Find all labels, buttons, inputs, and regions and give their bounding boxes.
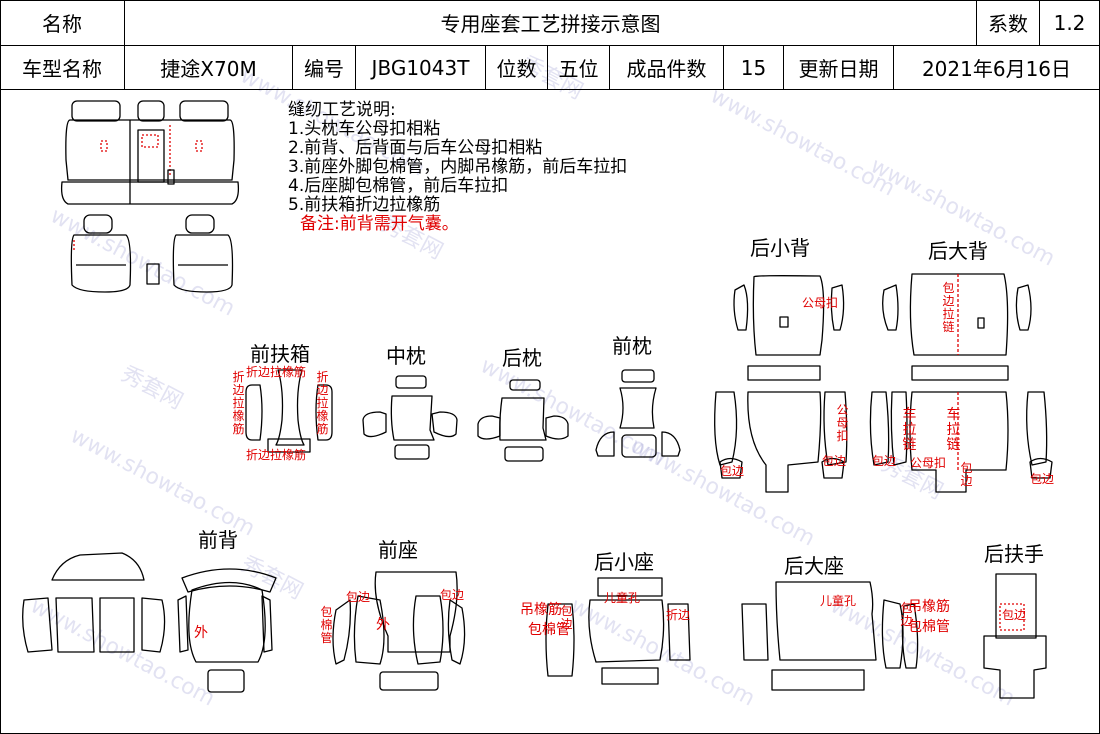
code-label: 编号 bbox=[293, 46, 356, 90]
note-item-4: 4.后座脚包棉管，前后车拉扣 bbox=[288, 176, 509, 196]
label-hang-elastic-rb: 吊橡筋 bbox=[908, 599, 950, 615]
rear-big-seat-pieces bbox=[741, 581, 919, 691]
label-outer-front-back: 外 bbox=[194, 625, 208, 641]
label-wrap-edge-fs-left: 包边 bbox=[346, 590, 371, 604]
date-label: 更新日期 bbox=[784, 46, 894, 90]
label-wrap-edge-bb: 包边 bbox=[872, 454, 897, 468]
label-child-hole-rb: 儿童孔 bbox=[820, 594, 857, 608]
note-item-3: 3.前座外脚包棉管，内脚吊橡筋，前后车拉扣 bbox=[288, 157, 628, 177]
label-hang-elastic-rs: 吊橡筋 bbox=[520, 602, 562, 618]
label-fold-elastic-left: 折边拉橡筋 bbox=[232, 370, 245, 436]
seats-value: 五位 bbox=[548, 46, 610, 90]
label-fold-elastic-top: 折边拉橡筋 bbox=[246, 365, 307, 379]
rear-armrest-pieces bbox=[983, 573, 1047, 699]
coef-value: 1.2 bbox=[1040, 0, 1100, 46]
label-fold-edge-rs: 折边 bbox=[666, 608, 691, 622]
title-rear-armrest: 后扶手 bbox=[984, 542, 1044, 566]
label-zipper-big-back: 包边拉链 bbox=[942, 281, 955, 334]
label-snap-small-back-lower: 公母扣 bbox=[836, 403, 849, 443]
label-wrap-edge-sb-right: 包边 bbox=[822, 454, 847, 468]
title-rear-big-seat: 后大座 bbox=[784, 554, 844, 578]
note-item-1: 1.头枕车公母扣相粘 bbox=[288, 119, 441, 139]
label-fold-elastic-bottom: 折边拉橡筋 bbox=[246, 448, 307, 462]
title-rear-small-back: 后小背 bbox=[750, 236, 810, 260]
front-seats-overview bbox=[70, 214, 234, 293]
label-wrap-edge-fs-right: 包边 bbox=[440, 588, 465, 602]
sewing-notes: 缝纫工艺说明: 1.头枕车公母扣相粘 2.前背、后背面与后车公母扣相粘 3.前座… bbox=[288, 101, 627, 234]
title-front-seat: 前座 bbox=[378, 538, 418, 562]
coef-label: 系数 bbox=[977, 0, 1040, 46]
rear-small-seat-pieces bbox=[545, 577, 691, 685]
label-child-hole-rs: 儿童孔 bbox=[604, 591, 641, 605]
label-wrap-edge-bb-mid: 包边 bbox=[960, 461, 973, 488]
label-wrap-edge-bb-right: 包边 bbox=[1030, 472, 1055, 486]
label-wrap-edge-sb-left: 包边 bbox=[720, 464, 745, 478]
title-front-console: 前扶箱 bbox=[250, 342, 310, 366]
label-wrap-tube-rs: 包棉管 bbox=[528, 622, 570, 638]
doc-title: 专用座套工艺拼接示意图 bbox=[125, 0, 977, 46]
code-value: JBG1043T bbox=[356, 46, 486, 90]
title-front-headrest: 前枕 bbox=[612, 334, 652, 358]
label-snap-small-back: 公母扣 bbox=[802, 296, 839, 310]
name-label: 名称 bbox=[0, 0, 125, 46]
title-rear-small-seat: 后小座 bbox=[594, 550, 654, 574]
front-console-pieces bbox=[245, 369, 333, 453]
model-label: 车型名称 bbox=[0, 46, 125, 90]
label-wrap-tube-fs: 包棉管 bbox=[320, 605, 333, 645]
label-outer-front-seat: 外 bbox=[376, 617, 390, 633]
front-seat-pieces bbox=[332, 571, 466, 691]
note-item-2: 2.前背、后背面与后车公母扣相粘 bbox=[288, 138, 543, 158]
pieces-value: 15 bbox=[724, 46, 784, 90]
label-wrap-edge-rs: 包边 bbox=[560, 604, 573, 631]
model-value: 捷途X70M bbox=[125, 46, 293, 90]
label-zipper-left: 车拉链 bbox=[902, 407, 917, 453]
rear-headrest-pieces bbox=[477, 379, 569, 462]
notes-remark: 备注:前背需开气囊。 bbox=[300, 214, 459, 234]
label-wrap-tube-rb: 包棉管 bbox=[908, 619, 950, 635]
title-mid-headrest: 中枕 bbox=[386, 344, 426, 368]
rear-small-back-pieces bbox=[714, 275, 848, 493]
title-front-back: 前背 bbox=[198, 528, 238, 552]
pieces-label: 成品件数 bbox=[610, 46, 724, 90]
seats-label: 位数 bbox=[486, 46, 548, 90]
label-snap-big-back: 公母扣 bbox=[910, 456, 947, 470]
rear-bench-overview bbox=[60, 100, 240, 205]
label-zipper-right: 车拉链 bbox=[946, 407, 961, 453]
note-item-5: 5.前扶箱折边拉橡筋 bbox=[288, 195, 441, 215]
header-table: 名称 专用座套工艺拼接示意图 系数 1.2 车型名称 捷途X70M 编号 JBG… bbox=[0, 0, 1100, 90]
title-rear-big-back: 后大背 bbox=[928, 239, 988, 263]
front-back-pieces bbox=[22, 552, 277, 693]
label-fold-elastic-right: 折边拉橡筋 bbox=[316, 370, 329, 436]
mid-headrest-pieces bbox=[362, 375, 458, 460]
front-headrest-pieces bbox=[595, 369, 681, 458]
label-wrap-edge-rb: 包边 bbox=[900, 601, 913, 628]
title-rear-headrest: 后枕 bbox=[502, 346, 542, 370]
date-value: 2021年6月16日 bbox=[894, 46, 1100, 90]
notes-heading: 缝纫工艺说明: bbox=[288, 100, 396, 120]
rear-big-back-pieces bbox=[869, 273, 1053, 493]
label-wrap-edge-arm: 包边 bbox=[1002, 608, 1027, 622]
